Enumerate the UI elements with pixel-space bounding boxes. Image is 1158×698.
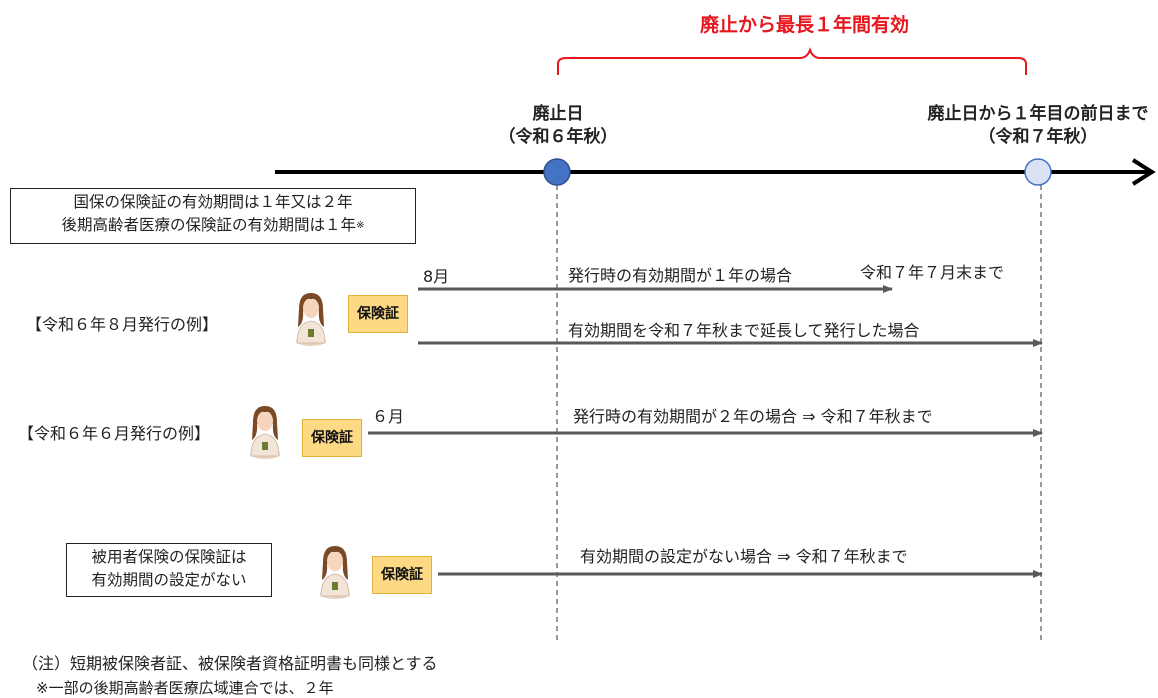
aug-case1-end: 令和７年７月末まで <box>860 263 1005 282</box>
notice-line-2-text: 後期高齢者医療の保険証の有効期間は１年 <box>61 216 357 234</box>
end-day-note: （令和７年秋） <box>978 127 1098 147</box>
employee-case-text: 有効期間の設定がない場合 ⇒ 令和７年秋まで <box>580 547 908 566</box>
timeline-arrowhead <box>1131 158 1156 186</box>
insurance-card-badge: 保険証 <box>348 295 408 333</box>
insurance-card-badge: 保険証 <box>372 556 432 594</box>
jun-case-text: 発行時の有効期間が２年の場合 ⇒ 令和７年秋まで <box>573 407 933 426</box>
jun-start-month: ６月 <box>372 407 405 426</box>
jun-example-label: 【令和６年６月発行の例】 <box>18 424 211 443</box>
note-1: （注）短期被保険者証、被保険者資格証明書も同様とする <box>22 654 438 673</box>
notice-line-2: 後期高齢者医療の保険証の有効期間は１年※ <box>11 214 415 237</box>
notice-mark: ※ <box>356 220 365 231</box>
abolition-day-label: 廃止日 （令和６年秋） <box>490 103 626 149</box>
abolition-dot <box>543 158 571 186</box>
notice-line-1: 国保の保険証の有効期間は１年又は２年 <box>73 193 353 211</box>
insurance-card-badge: 保険証 <box>302 419 362 457</box>
note-2: ※一部の後期高齢者医療広域連合では、２年 <box>36 679 334 697</box>
person-icon <box>320 546 350 599</box>
notice-box: 国保の保険証の有効期間は１年又は２年 後期高齢者医療の保険証の有効期間は１年※ <box>10 188 416 244</box>
employee-box-line-2: 有効期間の設定がない <box>91 571 247 589</box>
end-day-text: 廃止日から１年目の前日まで <box>927 104 1149 124</box>
validity-span-title: 廃止から最長１年間有効 <box>700 14 910 36</box>
person-icon <box>250 406 280 459</box>
end-day-label: 廃止日から１年目の前日まで （令和７年秋） <box>918 103 1158 149</box>
abolition-day-text: 廃止日 <box>532 104 584 124</box>
aug-case1-text: 発行時の有効期間が１年の場合 <box>568 266 793 285</box>
aug-start-month: 8月 <box>423 267 450 286</box>
person-icon <box>296 293 326 346</box>
abolition-day-note: （令和６年秋） <box>498 127 618 147</box>
aug-case2-text: 有効期間を令和７年秋まで延長して発行した場合 <box>568 321 920 340</box>
employee-insurance-box: 被用者保険の保険証は 有効期間の設定がない <box>66 543 272 597</box>
aug-example-label: 【令和６年８月発行の例】 <box>26 315 219 334</box>
validity-brace <box>557 47 1027 75</box>
end-dot <box>1024 158 1052 186</box>
employee-box-line-1: 被用者保険の保険証は <box>91 548 247 566</box>
